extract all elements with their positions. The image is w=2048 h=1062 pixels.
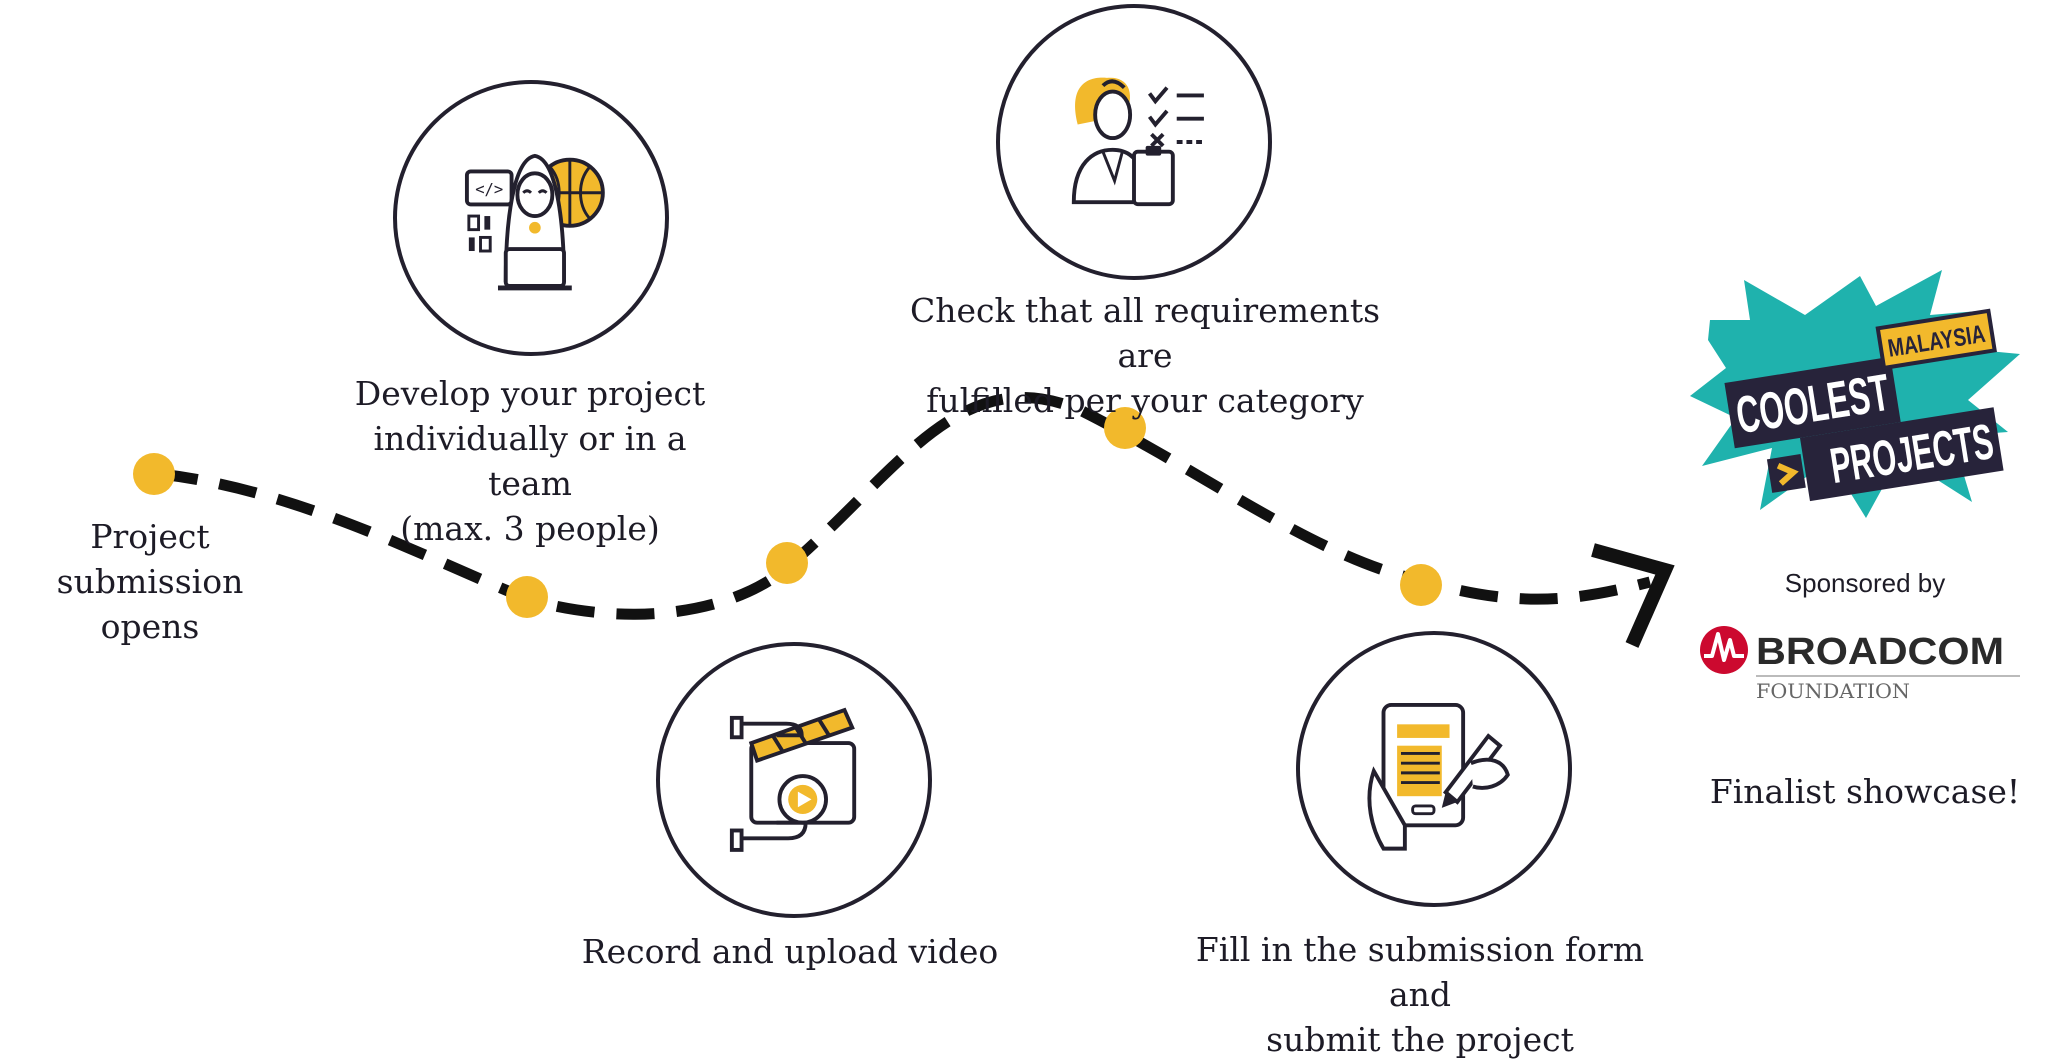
sponsored-by-text: Sponsored by — [1784, 568, 1946, 598]
timeline-path — [133, 392, 1675, 648]
step-label-submission-opens: Project submission opens — [56, 517, 244, 646]
tablet-form-icon — [1367, 702, 1510, 851]
timeline-dot-5 — [1400, 564, 1442, 606]
timeline-dot-1 — [133, 453, 175, 495]
step-label-record: Record and upload video — [581, 932, 999, 971]
develop-icon-circle: </> — [393, 80, 669, 356]
timeline-dot-3 — [766, 542, 808, 584]
arrow-head-icon — [1591, 543, 1675, 648]
step-label-check: Check that all requirements are fulfille… — [909, 291, 1381, 420]
step-label-fill-form: Fill in the submission form and submit t… — [1195, 930, 1645, 1059]
svg-text:</>: </> — [475, 181, 503, 199]
step-label-develop: Develop your project individually or in … — [354, 374, 706, 548]
timeline-dot-4 — [1104, 407, 1146, 449]
finalist-showcase-text: Finalist showcase! — [1709, 772, 2021, 811]
broadcom-foundation-logo: BROADCOM FOUNDATION — [1700, 626, 2020, 700]
fill-form-icon-circle — [1296, 631, 1572, 907]
coolest-projects-logo: COOLEST PROJECTS MALAYSIA — [1690, 270, 2020, 518]
developer-globe-icon: </> — [464, 153, 605, 291]
record-icon-circle — [656, 642, 932, 918]
chevron-right-icon — [1776, 462, 1799, 486]
sponsor-name: BROADCOM — [1756, 631, 2004, 673]
timeline-dot-2 — [506, 576, 548, 618]
checklist-person-icon — [1071, 77, 1204, 207]
check-icon-circle — [996, 4, 1272, 280]
sponsor-subtitle: FOUNDATION — [1756, 679, 1910, 700]
clapperboard-video-icon — [729, 707, 857, 852]
broadcom-pulse-icon — [1704, 632, 1744, 662]
